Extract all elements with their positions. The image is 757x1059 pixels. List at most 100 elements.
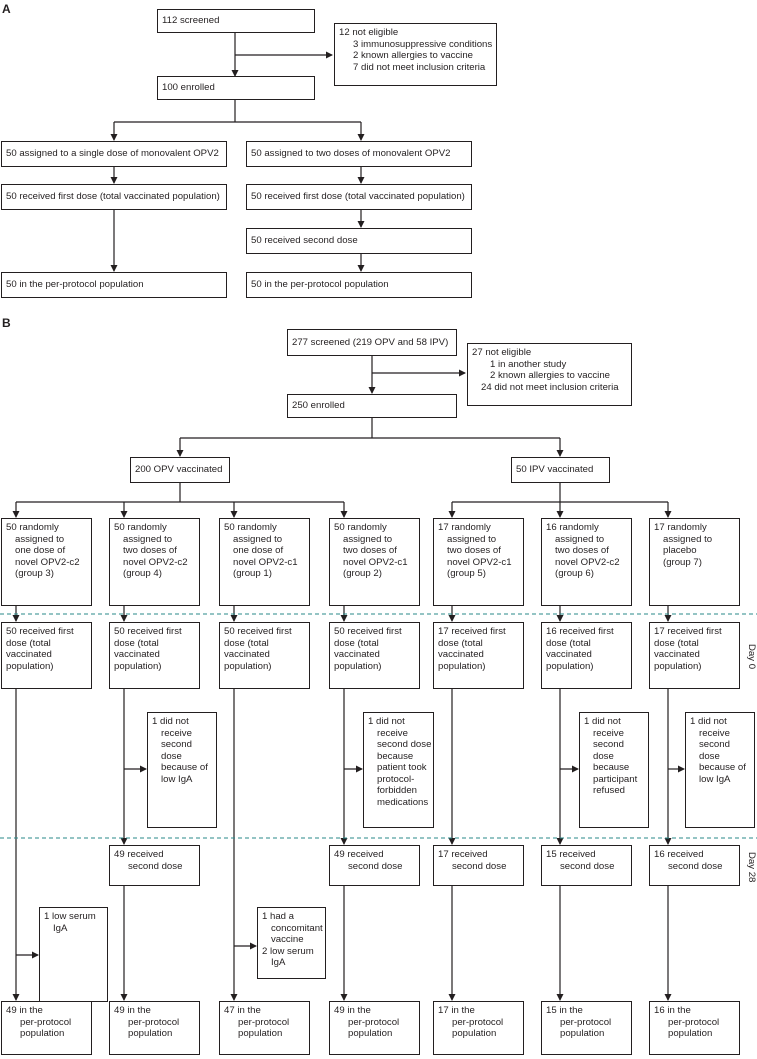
- a-two-per-protocol-box: 50 in the per-protocol population: [246, 272, 472, 298]
- group-7-first-dose-box: 17 received first dose (total vaccinated…: [649, 622, 740, 689]
- per-protocol-line: 49 in the: [6, 1005, 43, 1016]
- first-dose-line: 50 received first: [114, 626, 182, 637]
- per-protocol-line: population: [348, 1028, 393, 1039]
- excluded-line: dose: [699, 750, 720, 762]
- group-assigned-line: assigned to: [123, 533, 173, 545]
- second-dose-line: second dose: [128, 860, 183, 872]
- excluded-line: patient took: [377, 762, 427, 773]
- a-screened-text: 112 screened: [162, 15, 220, 27]
- a-two-per-protocol-text: 50 in the per-protocol population: [251, 279, 389, 291]
- late-excluded-line: concomitant: [271, 922, 323, 934]
- excluded-line: refused: [593, 785, 625, 796]
- first-dose-line: dose (total: [334, 637, 379, 649]
- b-screened-box: 277 screened (219 OPV and 58 IPV): [287, 329, 457, 356]
- group-2-assigned-box: 50 randomly assigned to two doses of nov…: [329, 518, 420, 606]
- per-protocol-line: population: [128, 1028, 173, 1039]
- group-5-first-dose-box: 17 received first dose (total vaccinated…: [433, 622, 524, 689]
- first-dose-line: dose (total: [438, 637, 483, 649]
- first-dose-line: 50 received first: [6, 626, 74, 637]
- group-4-per-protocol-box: 49 in the per-protocol population: [109, 1001, 200, 1055]
- group-1-late-excluded-box: 1 had a concomitant vaccine 2 low serum …: [257, 907, 326, 979]
- a-not-eligible-title: 12 not eligible: [339, 27, 399, 38]
- excluded-line: participant: [593, 773, 638, 785]
- excluded-line: because of: [699, 762, 746, 773]
- b-opv-text: 200 OPV vaccinated: [135, 464, 223, 476]
- b-not-eligible-reason: 1 in another study: [490, 358, 567, 370]
- group-assigned-line: novel OPV2-c2: [15, 556, 80, 568]
- per-protocol-line: per-protocol: [20, 1016, 72, 1028]
- a-two-first-dose-box: 50 received first dose (total vaccinated…: [246, 184, 472, 210]
- excluded-line: receive: [699, 727, 730, 739]
- a-single-assigned-text: 50 assigned to a single dose of monovale…: [6, 148, 219, 160]
- group-assigned-line: novel OPV2-c1: [343, 556, 408, 568]
- a-two-first-dose-text: 50 received first dose (total vaccinated…: [251, 191, 465, 203]
- first-dose-line: population): [438, 660, 486, 672]
- group-1-first-dose-box: 50 received first dose (total vaccinated…: [219, 622, 310, 689]
- group-assigned-line: (group 4): [123, 568, 162, 579]
- group-3-late-excluded-box: 1 low serum IgA: [39, 907, 108, 1002]
- group-3-per-protocol-box: 49 in the per-protocol population: [1, 1001, 92, 1055]
- group-6-excluded-box: 1 did not receive second dose because pa…: [579, 712, 649, 828]
- per-protocol-line: 15 in the: [546, 1005, 583, 1016]
- b-ipv-text: 50 IPV vaccinated: [516, 464, 594, 476]
- excluded-line: protocol-: [377, 773, 415, 785]
- b-screened-text: 277 screened (219 OPV and 58 IPV): [292, 336, 449, 348]
- group-assigned-line: (group 3): [15, 568, 54, 579]
- first-dose-line: dose (total: [654, 637, 699, 649]
- group-4-second-dose-box: 49 received second dose: [109, 845, 200, 886]
- excluded-line: second: [699, 739, 730, 750]
- group-assigned-line: 50 randomly: [334, 522, 387, 533]
- panel-b-label: B: [2, 316, 11, 330]
- first-dose-line: population): [334, 660, 382, 672]
- per-protocol-line: 17 in the: [438, 1005, 475, 1016]
- b-not-eligible-reason: 24 did not meet inclusion criteria: [481, 381, 619, 393]
- per-protocol-line: per-protocol: [668, 1016, 720, 1028]
- group-assigned-line: 50 randomly: [114, 522, 167, 533]
- excluded-line: because: [593, 762, 630, 773]
- per-protocol-line: population: [560, 1028, 605, 1039]
- second-dose-line: 16 received: [654, 849, 704, 860]
- group-assigned-line: (group 5): [447, 568, 486, 579]
- day-28-label: Day 28: [746, 852, 757, 883]
- group-1-per-protocol-box: 47 in the per-protocol population: [219, 1001, 310, 1055]
- a-not-eligible-reason: 3 immunosuppressive conditions: [353, 38, 493, 50]
- group-5-second-dose-box: 17 received second dose: [433, 845, 524, 886]
- second-dose-line: second dose: [348, 860, 403, 872]
- first-dose-line: population): [224, 660, 272, 672]
- group-3-first-dose-box: 50 received first dose (total vaccinated…: [1, 622, 92, 689]
- group-3-assigned-box: 50 randomly assigned to one dose of nove…: [1, 518, 92, 606]
- group-assigned-line: assigned to: [663, 533, 713, 545]
- group-assigned-line: 17 randomly: [438, 522, 491, 533]
- first-dose-line: population): [654, 660, 702, 672]
- excluded-line: 1 did not: [690, 716, 727, 727]
- b-enrolled-text: 250 enrolled: [292, 400, 345, 412]
- per-protocol-line: per-protocol: [128, 1016, 180, 1028]
- group-4-excluded-box: 1 did not receive second dose because of…: [147, 712, 217, 828]
- group-assigned-line: two doses of: [343, 545, 397, 556]
- group-assigned-line: 50 randomly: [6, 522, 59, 533]
- a-two-assigned-text: 50 assigned to two doses of monovalent O…: [251, 148, 451, 160]
- per-protocol-line: population: [20, 1028, 65, 1039]
- first-dose-line: population): [6, 660, 54, 672]
- excluded-line: 1 did not: [584, 716, 621, 727]
- late-excluded-line: 2 low serum: [262, 945, 314, 957]
- per-protocol-line: per-protocol: [238, 1016, 290, 1028]
- group-assigned-line: assigned to: [555, 533, 605, 545]
- group-7-excluded-box: 1 did not receive second dose because of…: [685, 712, 755, 828]
- per-protocol-line: 47 in the: [224, 1005, 261, 1016]
- excluded-line: 1 did not: [152, 716, 189, 727]
- group-5-per-protocol-box: 17 in the per-protocol population: [433, 1001, 524, 1055]
- excluded-line: low IgA: [699, 773, 731, 785]
- group-assigned-line: two doses of: [123, 545, 177, 556]
- group-assigned-line: 17 randomly: [654, 522, 707, 533]
- excluded-line: forbidden: [377, 785, 418, 796]
- second-dose-line: second dose: [668, 860, 723, 872]
- excluded-line: because: [377, 750, 414, 762]
- a-two-second-dose-text: 50 received second dose: [251, 235, 358, 247]
- first-dose-line: 17 received first: [654, 626, 722, 637]
- b-opv-box: 200 OPV vaccinated: [130, 457, 230, 483]
- group-4-assigned-box: 50 randomly assigned to two doses of nov…: [109, 518, 200, 606]
- second-dose-line: 17 received: [438, 849, 488, 860]
- group-assigned-line: 50 randomly: [224, 522, 277, 533]
